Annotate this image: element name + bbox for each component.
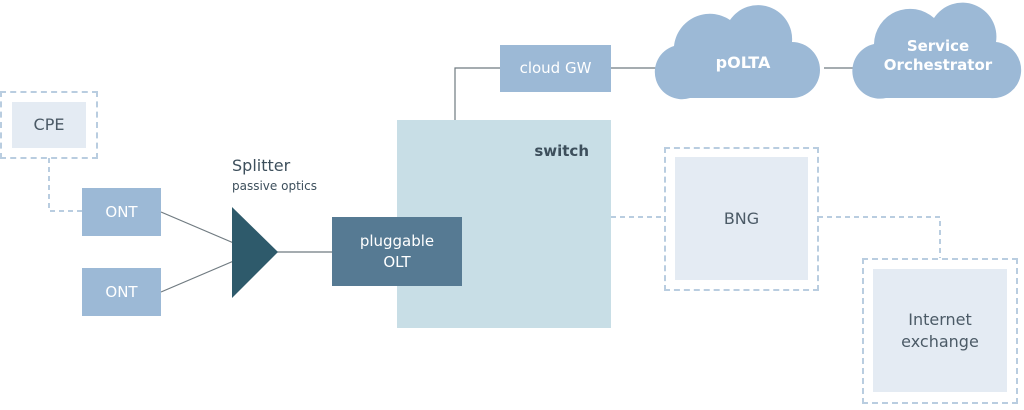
splitter-subtitle: passive optics <box>232 179 317 193</box>
pluggable-olt-label: pluggable OLT <box>359 232 435 271</box>
splitter-title: Splitter <box>232 156 291 175</box>
internet-exchange-box: Internet exchange <box>873 269 1007 392</box>
switch-label: switch <box>534 142 589 160</box>
bng-to-ix-dashed-line <box>818 216 941 258</box>
cpe-box: CPE <box>12 102 86 148</box>
cpe-to-ont-dashed-line <box>48 158 82 212</box>
ont-bottom-to-splitter-line <box>160 259 237 293</box>
ont-top-label: ONT <box>105 202 138 221</box>
switch-to-cloud-gw-line <box>454 67 500 120</box>
bng-dashed-frame <box>664 147 819 291</box>
ont-top-box: ONT <box>82 188 161 236</box>
ont-bottom-box: ONT <box>82 268 161 316</box>
cpe-label: CPE <box>33 115 65 135</box>
service-orchestrator-cloud <box>852 2 1022 99</box>
cloud-gw-box: cloud GW <box>500 45 611 92</box>
ont-bottom-label: ONT <box>105 282 138 301</box>
polta-label: pOLTA <box>715 53 771 73</box>
pluggable-olt-box: pluggable OLT <box>332 217 462 286</box>
polta-cloud <box>654 5 820 100</box>
bng-box: BNG <box>675 157 808 280</box>
internet-exchange-dashed-frame <box>862 258 1018 404</box>
cloud-gw-label: cloud GW <box>519 59 592 78</box>
cpe-dashed-frame <box>0 91 98 159</box>
bng-label: BNG <box>723 208 760 228</box>
service-orchestrator-label: Service Orchestrator <box>883 37 993 74</box>
internet-exchange-label: Internet exchange <box>901 309 979 351</box>
splitter-triangle <box>232 207 278 298</box>
ont-top-to-splitter-line <box>160 211 237 245</box>
